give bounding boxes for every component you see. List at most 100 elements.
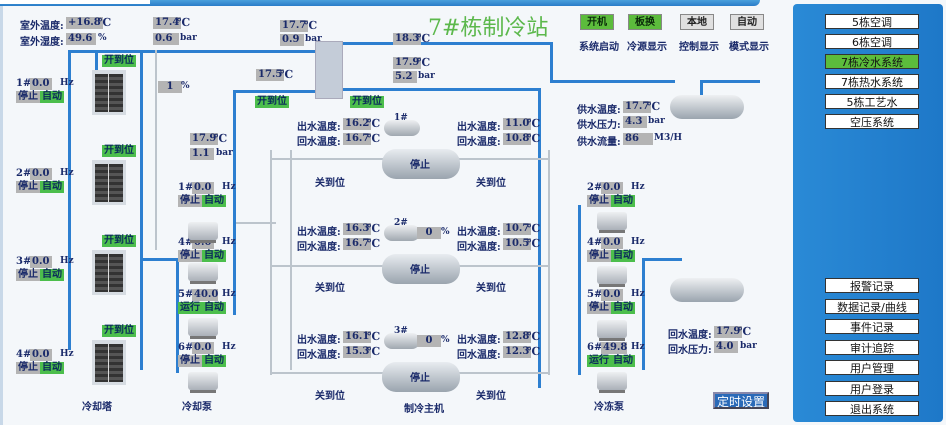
cooling-tower-hz: 0.0 (30, 349, 52, 361)
chiller-unit-3[interactable] (382, 362, 460, 392)
cooling-pump-id: 4# (178, 237, 194, 248)
reading-f-press: 1.1 (190, 148, 214, 160)
supply-flow-label: 供水流量: (577, 137, 621, 148)
chiller-left-in-temp: 16.7 (343, 238, 372, 250)
cooling-pump-6[interactable] (188, 372, 218, 393)
chilled-pump-4[interactable] (597, 266, 627, 287)
cooling-pump-run-status: 运行 (178, 302, 202, 314)
chiller-load-pct: 0 (417, 335, 441, 347)
control-caption-2: 冷源显示 (627, 42, 667, 53)
nav-item[interactable]: 5栋工艺水 (825, 94, 919, 109)
cooling-pump-5[interactable] (188, 318, 218, 339)
valve-closed-status-left: 关到位 (315, 391, 345, 402)
control-button-1[interactable]: 开机 (580, 14, 614, 30)
chilled-pump-mode-status[interactable]: 自动 (611, 302, 635, 314)
cooling-tower-3[interactable] (92, 250, 126, 295)
reading-f-press-unit: bar (216, 148, 233, 158)
return-press-label: 回水压力: (668, 345, 712, 356)
nav-item[interactable]: 用户登录 (825, 380, 919, 396)
cooling-tower-1[interactable] (92, 70, 126, 115)
temp-unit: ℃ (527, 117, 541, 130)
chilled-pump-mode-status[interactable]: 自动 (611, 250, 635, 262)
valve-closed-status-right: 关到位 (476, 178, 506, 189)
cooling-pump-mode-status[interactable]: 自动 (202, 250, 226, 262)
chilled-pump-2[interactable] (597, 212, 627, 233)
cooling-pump-mode-status[interactable]: 自动 (202, 302, 226, 314)
chiller-left-out-label: 出水温度: (297, 227, 341, 238)
cooling-tower-run-status: 停止 (16, 181, 40, 193)
chiller-left-out-temp: 16.2 (343, 118, 372, 130)
chiller-right-in-label: 回水温度: (457, 242, 501, 253)
chilled-pump-run-status: 停止 (587, 195, 611, 207)
cooling-pump-id: 1# (178, 182, 194, 193)
control-caption-4: 模式显示 (729, 42, 769, 53)
cooling-pump-hz: 0.0 (192, 182, 214, 194)
chilled-pump-6[interactable] (597, 372, 627, 393)
chilled-pump-id: 6# (587, 342, 603, 353)
nav-item[interactable]: 7栋冷水系统 (825, 54, 919, 69)
nav-item[interactable]: 用户管理 (825, 360, 919, 375)
cooling-tower-2[interactable] (92, 160, 126, 205)
chiller-id: 2# (394, 218, 408, 228)
nav-item[interactable]: 5栋空调 (825, 14, 919, 29)
temp-unit: ℃ (367, 237, 381, 250)
chiller-left-in-temp: 15.3 (343, 346, 372, 358)
nav-item[interactable]: 退出系统 (825, 401, 919, 416)
chilled-pump-5[interactable] (597, 320, 627, 341)
cooling-tower-4[interactable] (92, 340, 126, 385)
nav-item[interactable]: 空压系统 (825, 114, 919, 129)
nav-item[interactable]: 7栋热水系统 (825, 74, 919, 89)
chiller-right-out-label: 出水温度: (457, 227, 501, 238)
nav-item[interactable]: 报警记录 (825, 278, 919, 293)
control-button-3[interactable]: 本地 (680, 14, 714, 30)
cooling-pump-mode-status[interactable]: 自动 (202, 195, 226, 207)
cooling-pump-mode-status[interactable]: 自动 (202, 355, 226, 367)
cooling-pump-1[interactable] (188, 222, 218, 243)
control-button-4[interactable]: 自动 (730, 14, 764, 30)
chiller-left-out-label: 出水温度: (297, 122, 341, 133)
supply-flow-value: 86 (623, 133, 653, 145)
chilled-pump-hz: 0.0 (601, 182, 623, 194)
chiller-unit-2[interactable] (382, 254, 460, 284)
chiller-id: 3# (394, 326, 408, 336)
page-title: 7#栋制冷站 (428, 16, 549, 41)
timer-settings-button[interactable]: 定时设置 (713, 392, 769, 409)
chilled-pump-hz-unit: Hz (631, 237, 645, 247)
chiller-right-in-label: 回水温度: (457, 350, 501, 361)
cooling-pump-4[interactable] (188, 263, 218, 284)
cooling-tower-mode-status[interactable]: 自动 (40, 362, 64, 374)
nav-item[interactable]: 数据记录/曲线 (825, 298, 919, 314)
valve-closed-status-left: 关到位 (315, 178, 345, 189)
chiller-unit-1[interactable] (382, 149, 460, 179)
chiller-load-unit: % (441, 335, 450, 345)
chilled-pump-caption: 冷冻泵 (594, 402, 624, 413)
cooling-tower-hz-unit: Hz (60, 349, 74, 359)
cooling-tower-hz: 0.0 (30, 168, 52, 180)
chilled-pump-mode-status[interactable]: 自动 (611, 355, 635, 367)
cooling-tower-hz-unit: Hz (60, 168, 74, 178)
return-temp-label: 回水温度: (668, 330, 712, 341)
chilled-pump-mode-status[interactable]: 自动 (611, 195, 635, 207)
outdoor-temp-label: 室外温度: (20, 21, 64, 32)
chilled-pump-hz: 0.0 (601, 237, 623, 249)
supply-header-tank (670, 95, 744, 119)
chiller-right-in-label: 回水温度: (457, 137, 501, 148)
reading-c-temp: 18.3 (393, 33, 422, 45)
cooling-tower-mode-status[interactable]: 自动 (40, 181, 64, 193)
chiller-right-in-temp: 10.5 (503, 238, 532, 250)
chiller-left-out-label: 出水温度: (297, 335, 341, 346)
supply-flow-unit: M3/H (654, 133, 683, 143)
cooling-tower-mode-status[interactable]: 自动 (40, 269, 64, 281)
cooling-tower-run-status: 停止 (16, 269, 40, 281)
chilled-pump-id: 5# (587, 289, 603, 300)
control-button-2[interactable]: 板换 (628, 14, 662, 30)
reading-a-press: 0.6 (153, 33, 179, 45)
nav-item[interactable]: 6栋空调 (825, 34, 919, 49)
bypass-valve-pct: 1 (158, 81, 182, 93)
nav-item[interactable]: 审计追踪 (825, 339, 919, 355)
chilled-pump-run-status: 停止 (587, 250, 611, 262)
cooling-tower-mode-status[interactable]: 自动 (40, 91, 64, 103)
supply-temp-value: 17.7 (623, 101, 652, 113)
nav-item[interactable]: 事件记录 (825, 319, 919, 334)
cooling-pump-run-status: 停止 (178, 355, 202, 367)
